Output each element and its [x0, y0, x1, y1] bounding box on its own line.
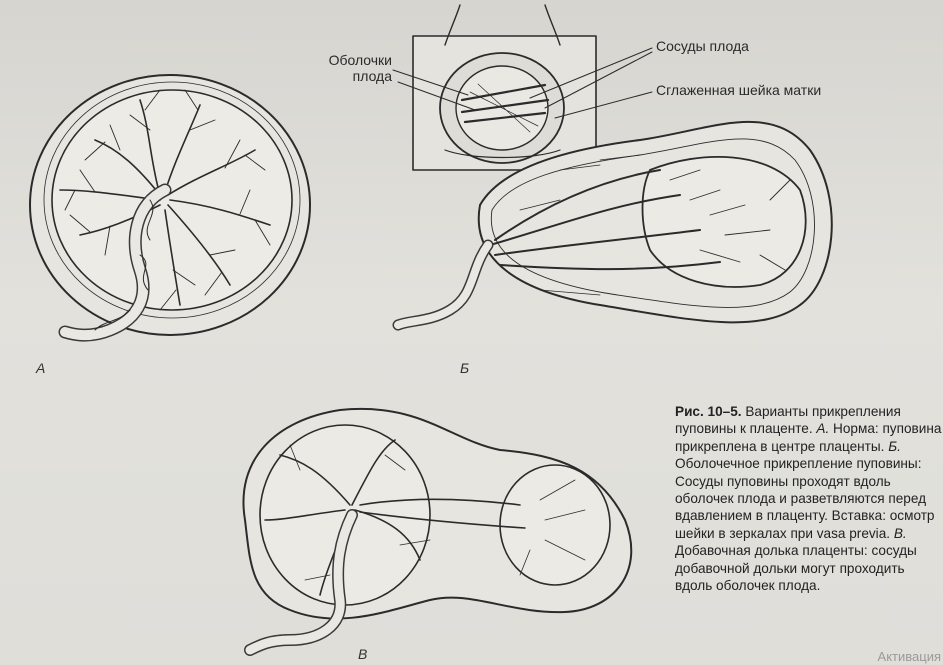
caption-a-letter: А.	[816, 421, 830, 437]
figure-caption: Рис. 10–5. Варианты прикрепления пуповин…	[675, 403, 943, 594]
activation-watermark: Активация	[877, 649, 941, 664]
panel-letter-b: Б	[460, 360, 470, 376]
caption-v-text: Добавочная долька плаценты: сосуды добав…	[675, 543, 917, 594]
placenta-a-illustration	[29, 74, 311, 342]
placenta-v-illustration	[242, 407, 633, 656]
fetal-vessels-label: Сосуды плода	[656, 38, 749, 54]
caption-a-text: Норма: пуповина прикреплена в центре пла…	[675, 421, 942, 454]
caption-v-letter: В.	[893, 525, 907, 541]
membranes-label-line1: Оболочки	[328, 52, 392, 68]
placenta-b-illustration	[392, 121, 833, 331]
panel-letter-v: В	[358, 646, 368, 662]
membranes-label: Оболочки плода	[312, 52, 392, 84]
caption-title: Варианты прикрепления пуповины к плацент…	[675, 404, 901, 437]
cervix-inset-illustration	[412, 4, 597, 171]
panel-letter-a: А	[36, 360, 46, 376]
caption-fig-number: Рис. 10–5.	[675, 404, 742, 419]
caption-b-letter: Б.	[888, 438, 901, 454]
cervix-label: Сглаженная шейка матки	[656, 82, 822, 98]
membranes-label-line2: плода	[352, 68, 392, 84]
caption-b-text: Оболочечное прикрепление пуповины: Сосуд…	[675, 456, 935, 541]
leader-lines	[392, 47, 653, 119]
